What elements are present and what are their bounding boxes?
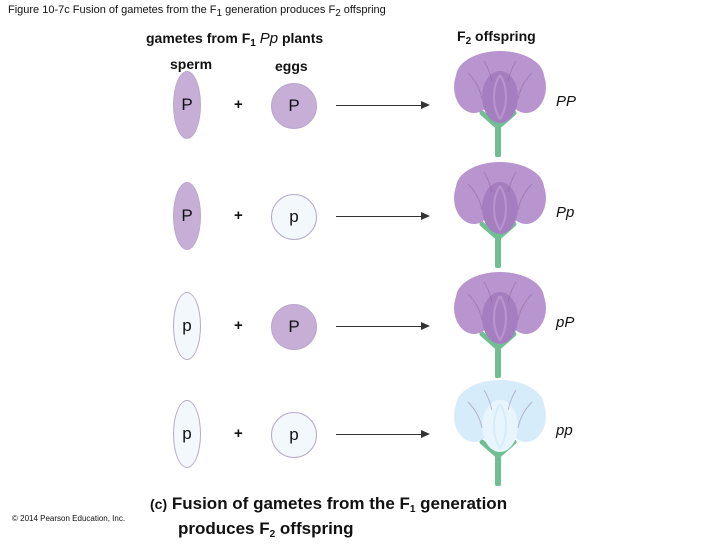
offspring-genotype: pP [556, 314, 575, 331]
egg-allele: p [289, 425, 299, 444]
flower-icon [454, 376, 546, 487]
caption-tag: (c) [150, 496, 168, 512]
sperm-allele: P [181, 95, 193, 114]
plus-sign: + [234, 317, 243, 334]
eggs-column-label: eggs [275, 58, 308, 74]
egg-cell: p [271, 194, 317, 240]
fusion-arrow [336, 322, 430, 330]
gametes-header: gametes from F1 Pp plants [146, 30, 324, 49]
caption: (c) Fusion of gametes from the F1 genera… [150, 494, 508, 540]
egg-allele: P [288, 317, 300, 336]
fusion-arrow [336, 430, 430, 438]
egg-allele: p [289, 207, 299, 226]
copyright: © 2014 Pearson Education, Inc. [12, 514, 126, 523]
egg-cell: p [271, 412, 317, 458]
sperm-column-label: sperm [170, 56, 213, 72]
flower-icon [454, 158, 546, 269]
sperm-allele: P [181, 206, 193, 225]
flower-icon [454, 47, 546, 158]
sperm-cell: p [173, 292, 201, 360]
sperm-allele: p [182, 424, 192, 443]
offspring-genotype: Pp [556, 204, 575, 221]
offspring-header: F2 offspring [457, 28, 536, 47]
figure-title: Figure 10-7c Fusion of gametes from the … [8, 4, 386, 19]
sperm-cell: P [173, 71, 201, 139]
plus-sign: + [234, 207, 243, 224]
fusion-arrow [336, 101, 430, 109]
egg-cell: P [271, 83, 317, 129]
sperm-cell: P [173, 182, 201, 250]
sperm-cell: p [173, 400, 201, 468]
flower-icon [454, 268, 546, 379]
egg-cell: P [271, 304, 317, 350]
offspring-genotype: pp [556, 422, 573, 439]
sperm-allele: p [182, 316, 192, 335]
fusion-arrow [336, 212, 430, 220]
plus-sign: + [234, 425, 243, 442]
plus-sign: + [234, 96, 243, 113]
egg-allele: P [288, 96, 300, 115]
offspring-genotype: PP [556, 93, 577, 110]
